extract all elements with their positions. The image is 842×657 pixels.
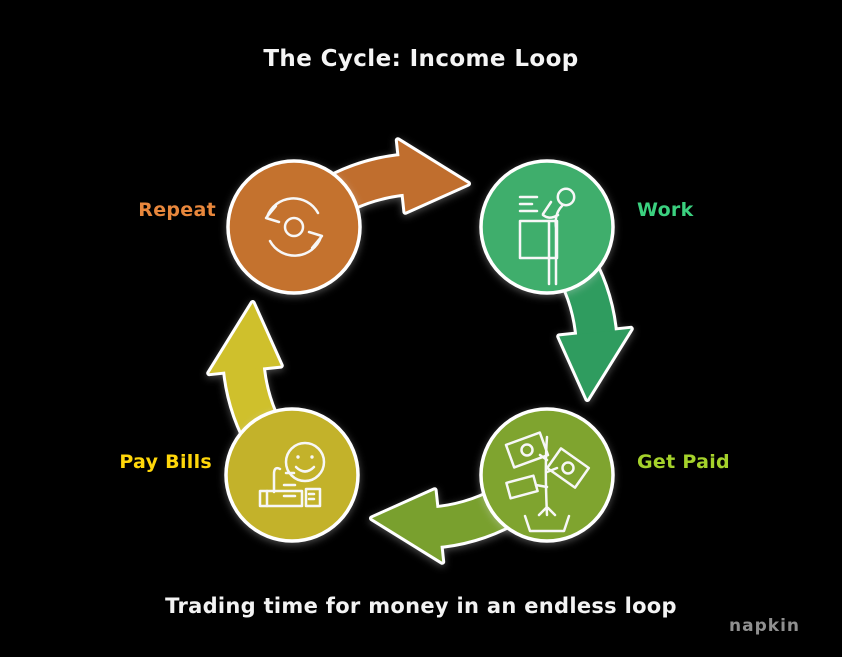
node-circle-work	[479, 159, 615, 295]
watermark: napkin	[729, 616, 800, 636]
diagram-caption: Trading time for money in an endless loo…	[165, 594, 677, 618]
node-circle-repeat	[226, 159, 362, 295]
node-label-get-paid: Get Paid	[637, 451, 730, 473]
money-tree-icon	[504, 431, 591, 533]
node-label-work: Work	[637, 199, 694, 221]
node-label-pay-bills: Pay Bills	[119, 451, 212, 473]
node-label-repeat: Repeat	[138, 199, 216, 221]
thumbs-up-smiley-icon	[258, 441, 326, 508]
person-at-desk-icon	[518, 187, 576, 286]
repeat-arrows-icon	[264, 197, 324, 257]
diagram-title: The Cycle: Income Loop	[263, 46, 579, 72]
